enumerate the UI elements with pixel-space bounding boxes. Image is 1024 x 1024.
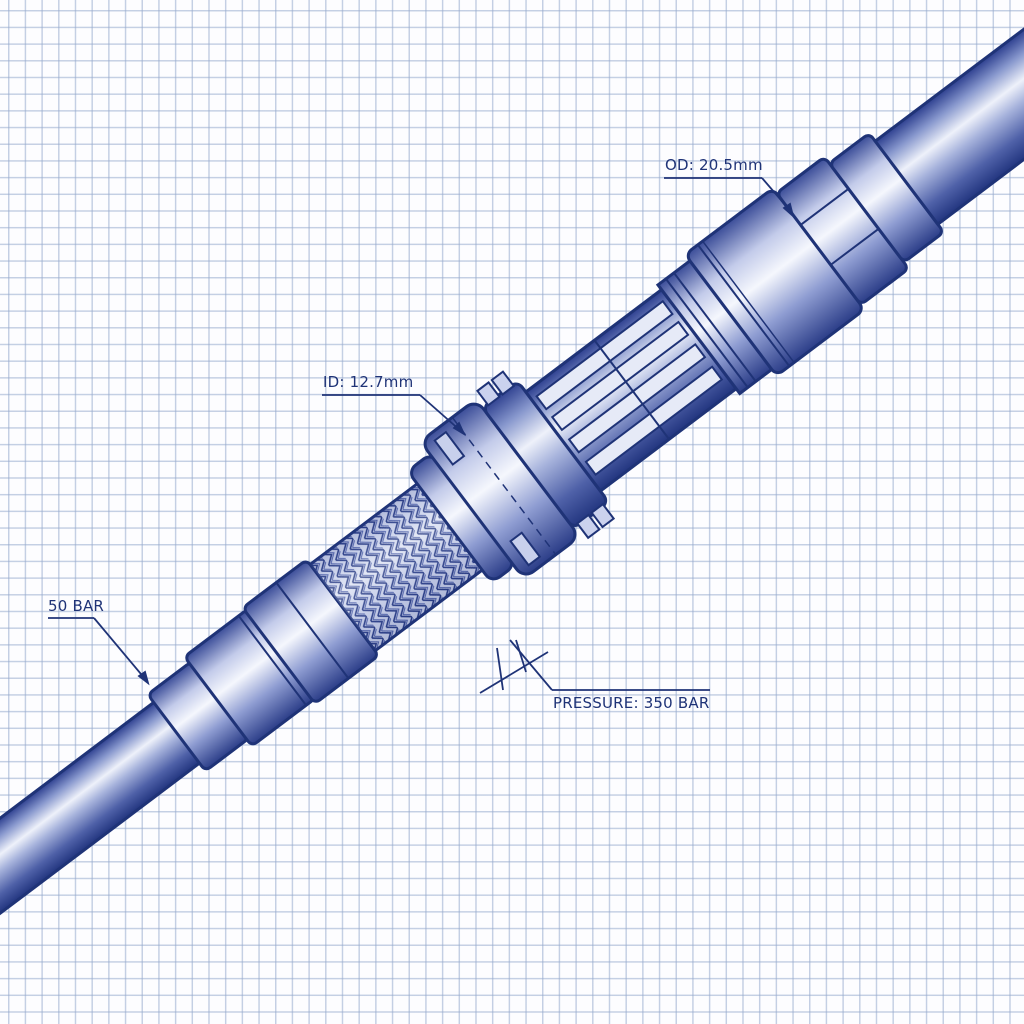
- braided-hose: [308, 478, 490, 653]
- gear-ring: [475, 370, 616, 540]
- od-leader: [664, 177, 795, 219]
- ferrule-sleeve: [148, 560, 378, 771]
- pressure-label: PRESSURE: 350 BAR: [553, 694, 710, 712]
- pressure-leader: [479, 639, 710, 694]
- id-label: ID: 12.7mm: [323, 373, 414, 391]
- grooved-sleeve: [655, 189, 863, 396]
- id-leader: [322, 394, 467, 437]
- low-pressure-leader: [48, 617, 150, 686]
- splined-rod-cage: [523, 287, 739, 494]
- pipe-right: [873, 0, 1024, 227]
- low-pressure-label: 50 BAR: [48, 597, 105, 615]
- od-label: OD: 20.5mm: [665, 156, 763, 174]
